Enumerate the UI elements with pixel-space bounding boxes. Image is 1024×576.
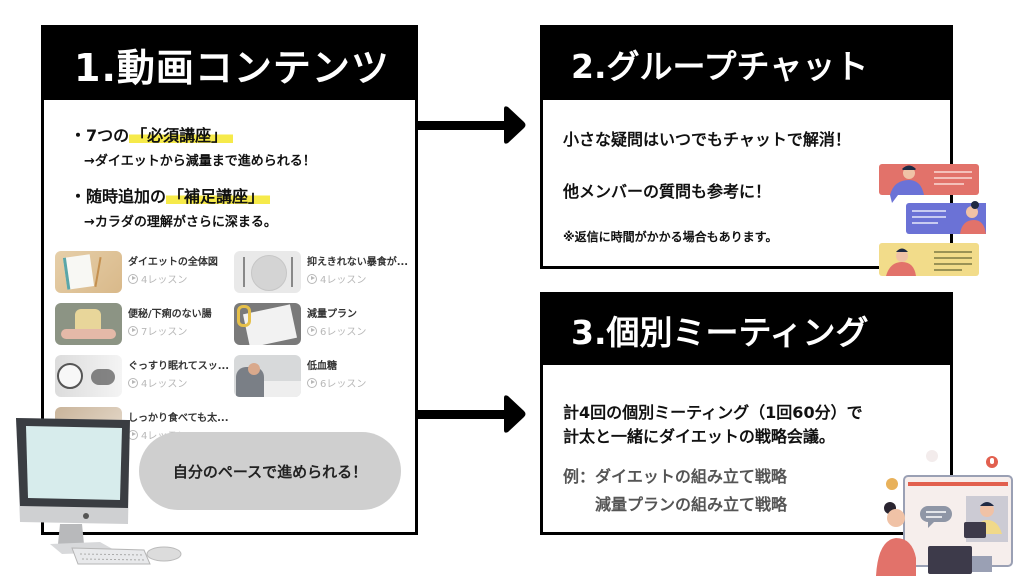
course-card[interactable]: 減量プラン 6レッスン: [234, 303, 409, 347]
example-label: 例：: [563, 467, 596, 486]
course-title: ぐっすり眠れてスッ...: [128, 361, 230, 372]
course-title: 便秘/下痢のない腸: [128, 309, 212, 320]
desktop-computer-illustration: [16, 418, 182, 565]
individual-meeting-title: 3.個別ミーティング: [543, 295, 950, 365]
group-chat-title: 2.グループチャット: [543, 28, 950, 100]
group-chat-line-2: 他メンバーの質問も参考に！: [563, 182, 772, 201]
course-card[interactable]: 低血糖 6レッスン: [234, 355, 409, 399]
video-content-title: 1.動画コンテンツ: [44, 28, 415, 100]
play-circle-icon: [128, 325, 138, 336]
lesson-count: 7レッスン: [141, 327, 188, 338]
remote-participant: [964, 496, 1008, 542]
gear-icon: [926, 450, 938, 462]
lesson-count: 6レッスン: [320, 379, 367, 390]
group-chat-note: ※返信に時間がかかる場合もあります。: [563, 230, 778, 244]
individual-meeting-panel: 3.個別ミーティング 計4回の個別ミーティング（1回60分）で 計太と一緒にダイ…: [540, 292, 953, 535]
highlight-required-courses: 「必須講座」: [129, 126, 234, 145]
supplementary-courses-note: →カラダの理解がさらに深まる。: [84, 215, 277, 230]
course-lessons: 4レッスン: [128, 375, 187, 390]
highlight-supplementary-courses: 「補足講座」: [166, 187, 271, 206]
course-title: 減量プラン: [307, 309, 357, 320]
play-circle-icon: [128, 273, 138, 284]
course-title: 抑えきれない暴食が...: [307, 257, 409, 268]
bullet-text: ・7つの: [70, 126, 130, 145]
course-card[interactable]: 抑えきれない暴食が... 4レッスン: [234, 251, 409, 295]
mouse-icon: [146, 546, 182, 562]
meeting-line-1: 計4回の個別ミーティング（1回60分）で: [563, 403, 863, 422]
thumbnail-tired-man: [234, 355, 301, 397]
course-card[interactable]: ダイエットの全体図 4レッスン: [55, 251, 230, 295]
lesson-count: 4レッスン: [141, 379, 188, 390]
group-chat-panel: 2.グループチャット 小さな疑問はいつでもチャットで解消！ 他メンバーの質問も参…: [540, 25, 953, 269]
play-circle-icon: [307, 377, 317, 388]
course-lessons: 4レッスン: [307, 271, 366, 286]
course-title: しっかり食べても太...: [128, 413, 229, 424]
required-courses-note: →ダイエットから減量まで進められる！: [84, 154, 316, 169]
own-pace-bubble: 自分のペースで進められる！: [139, 432, 401, 510]
example-item: ダイエットの組み立て戦略: [595, 467, 787, 486]
thumbnail-weight-loss-program: [234, 303, 301, 345]
thumbnail-empty-plate: [234, 251, 301, 293]
meeting-examples: 例： ダイエットの組み立て戦略 減量プランの組み立て戦略: [563, 463, 787, 515]
play-circle-icon: [307, 273, 317, 284]
monitor-icon: [16, 418, 130, 554]
play-circle-icon: [128, 377, 138, 388]
example-item: 減量プランの組み立て戦略: [595, 495, 788, 514]
arrow-right-icon: [416, 395, 526, 433]
chat-bubble-red: [879, 164, 979, 203]
course-lessons: 4レッスン: [128, 271, 187, 286]
arrow-right-icon: [416, 106, 526, 144]
lesson-count: 4レッスン: [320, 275, 367, 286]
course-lessons: 7レッスン: [128, 323, 187, 338]
course-lessons: 6レッスン: [307, 375, 366, 390]
chat-bubble-icon: [920, 506, 952, 528]
course-lessons: 6レッスン: [307, 323, 366, 338]
group-chat-line-1: 小さな疑問はいつでもチャットで解消！: [563, 130, 851, 149]
course-card[interactable]: ぐっすり眠れてスッ... 4レッスン: [55, 355, 230, 399]
play-circle-icon: [307, 325, 317, 336]
required-courses-bullet: ・7つの「必須講座」: [70, 122, 234, 146]
video-meeting-illustration: [876, 450, 1013, 576]
course-title: 低血糖: [307, 361, 337, 372]
supplementary-courses-bullet: ・随時追加の「補足講座」: [70, 183, 271, 207]
thumbnail-alarm-clock: [55, 355, 122, 397]
thumbnail-intestine-model: [55, 303, 122, 345]
course-card[interactable]: 便秘/下痢のない腸 7レッスン: [55, 303, 230, 347]
woman-participant: [876, 502, 972, 576]
group-chat-illustration: [879, 164, 986, 276]
thumbnail-notebook-plan: [55, 251, 122, 293]
lesson-count: 4レッスン: [141, 275, 188, 286]
chat-bubble-blue: [906, 201, 986, 234]
lesson-count: 6レッスン: [320, 327, 367, 338]
course-title: ダイエットの全体図: [128, 257, 218, 268]
meeting-line-2: 計太と一緒にダイエットの戦略会議。: [563, 427, 835, 446]
camera-icon: [886, 478, 898, 490]
bullet-text: ・随時追加の: [70, 187, 167, 206]
keyboard-icon: [71, 547, 151, 565]
chat-bubble-yellow: [879, 243, 979, 276]
